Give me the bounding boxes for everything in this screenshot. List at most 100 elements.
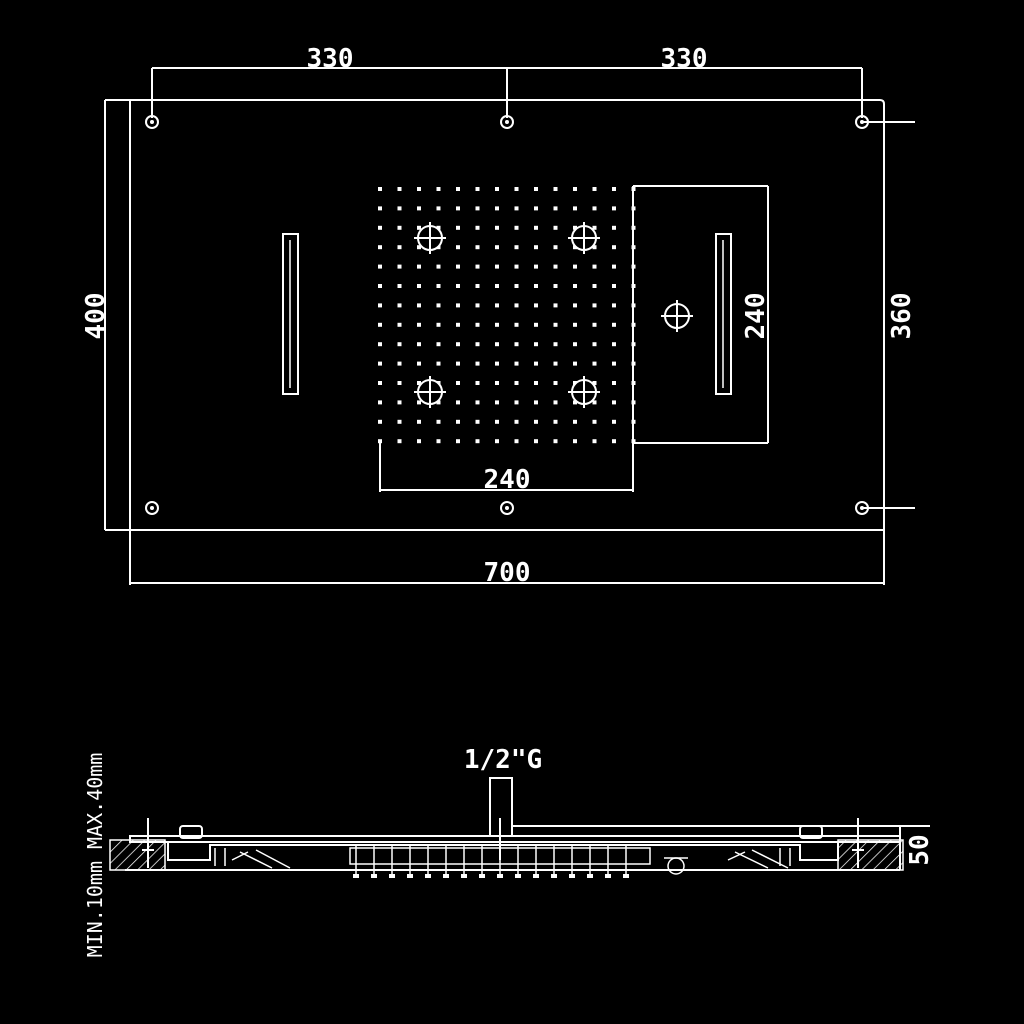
spray-nozzle-dot bbox=[592, 284, 597, 288]
spray-nozzle-dot bbox=[378, 225, 382, 230]
spray-nozzle-dot bbox=[573, 439, 577, 444]
spray-nozzle-dot bbox=[631, 284, 636, 288]
spray-nozzle-dot bbox=[612, 187, 616, 191]
spray-nozzle-dot bbox=[475, 284, 480, 288]
spray-nozzle-dot bbox=[436, 187, 441, 191]
spray-nozzle-dot bbox=[592, 206, 597, 211]
spray-nozzle-dot bbox=[475, 322, 480, 327]
spray-nozzle-dot bbox=[553, 419, 558, 424]
spray-nozzle-dot bbox=[573, 264, 577, 269]
spray-nozzle-dot bbox=[475, 342, 480, 347]
spray-nozzle-dot bbox=[514, 419, 519, 424]
spray-nozzle-dot bbox=[397, 381, 402, 385]
spray-nozzle-dot bbox=[573, 361, 577, 366]
spray-nozzle-dot bbox=[534, 322, 538, 327]
bracket-left bbox=[142, 818, 203, 868]
spray-nozzle-dot bbox=[612, 342, 616, 347]
spray-nozzle-dot bbox=[495, 206, 499, 211]
spray-nozzle-dot bbox=[495, 439, 499, 444]
spray-nozzle-dot bbox=[436, 264, 441, 269]
spray-nozzle-dot bbox=[631, 206, 636, 211]
spray-nozzle-dot bbox=[631, 225, 636, 230]
spray-nozzle-dot bbox=[475, 206, 480, 211]
spray-nozzle-dot bbox=[456, 264, 460, 269]
ceiling-left-hatch bbox=[109, 839, 166, 871]
spray-nozzle-dot bbox=[534, 225, 538, 230]
top-view: 330 330 400 360 700 bbox=[81, 44, 917, 588]
spray-nozzle-dot bbox=[417, 206, 421, 211]
dim-360: 360 bbox=[887, 293, 917, 340]
spray-nozzle-dot bbox=[417, 225, 421, 230]
spray-nozzle-dot bbox=[397, 439, 402, 444]
spray-nozzle-dot bbox=[631, 322, 636, 327]
spray-nozzle-dot bbox=[456, 419, 460, 424]
spray-nozzle-dot bbox=[553, 303, 558, 308]
spray-nozzle-dot bbox=[612, 322, 616, 327]
spray-nozzle-dot bbox=[378, 284, 382, 288]
spray-nozzle-dot bbox=[534, 439, 538, 444]
spray-nozzle-dot bbox=[436, 342, 441, 347]
spray-nozzle-dot bbox=[397, 342, 402, 347]
spray-nozzle-dot bbox=[397, 303, 402, 308]
mounting-hole-center bbox=[505, 506, 509, 510]
spray-nozzle-dot bbox=[378, 303, 382, 308]
spray-nozzle-dot bbox=[417, 284, 421, 288]
spray-nozzle-dot bbox=[378, 361, 382, 366]
spray-nozzle-dot bbox=[514, 400, 519, 405]
dim-400-group: 400 bbox=[81, 100, 111, 530]
spray-nozzle-dot bbox=[495, 322, 499, 327]
spray-nozzle-dot bbox=[514, 284, 519, 288]
spray-nozzle-dot bbox=[495, 245, 499, 250]
housing-body bbox=[167, 842, 839, 861]
spray-nozzle-dot bbox=[456, 439, 460, 444]
spray-nozzle-dot bbox=[573, 206, 577, 211]
spray-nozzle-dot bbox=[534, 400, 538, 405]
spray-nozzle-dot bbox=[573, 400, 577, 405]
spray-nozzle-dot bbox=[495, 187, 499, 191]
spray-nozzle-dot bbox=[397, 206, 402, 211]
spray-nozzle-dot bbox=[612, 206, 616, 211]
spray-nozzle-dot bbox=[495, 400, 499, 405]
spray-nozzle-dot bbox=[553, 342, 558, 347]
ceiling-right-hatch bbox=[837, 839, 904, 871]
bracket-right bbox=[799, 818, 864, 868]
spray-nozzle-dot bbox=[456, 400, 460, 405]
spray-nozzle-dot bbox=[475, 303, 480, 308]
side-nozzle-tip bbox=[443, 874, 449, 878]
spray-nozzle-dot bbox=[534, 187, 538, 191]
side-nozzle-tip bbox=[587, 874, 593, 878]
spray-nozzle-dot bbox=[397, 361, 402, 366]
spray-nozzle-dot bbox=[475, 264, 480, 269]
spray-nozzle-dot bbox=[456, 245, 460, 250]
spray-nozzle-dot bbox=[436, 303, 441, 308]
spray-nozzle-dot bbox=[592, 187, 597, 191]
spray-nozzle-dot bbox=[378, 245, 382, 250]
spray-nozzle-dot bbox=[475, 225, 480, 230]
spray-nozzle-dot bbox=[475, 187, 480, 191]
mounting-hole bbox=[500, 501, 514, 515]
spray-nozzle-dot bbox=[553, 264, 558, 269]
spray-nozzle-dot bbox=[573, 342, 577, 347]
side-view: 1/2"G 50 MIN.1 bbox=[83, 745, 935, 957]
spray-nozzle-dot bbox=[456, 225, 460, 230]
spray-nozzle-dot bbox=[553, 439, 558, 444]
spray-nozzle-dot bbox=[612, 419, 616, 424]
spray-nozzle-dot bbox=[612, 381, 616, 385]
dim-240-vertical: 240 bbox=[741, 293, 771, 340]
spray-nozzle-dot bbox=[514, 303, 519, 308]
spray-nozzle-dot bbox=[573, 187, 577, 191]
spray-nozzle-dot bbox=[514, 225, 519, 230]
dim-360-group: 360 bbox=[862, 121, 917, 509]
spray-nozzle-dot bbox=[397, 187, 402, 191]
spray-nozzle-dot bbox=[417, 245, 421, 250]
spray-nozzle-dot bbox=[631, 245, 636, 250]
dim-330-left: 330 bbox=[307, 44, 354, 74]
spray-nozzle-dot bbox=[378, 206, 382, 211]
spray-nozzle-dot bbox=[592, 322, 597, 327]
spray-nozzle-dot bbox=[397, 419, 402, 424]
spray-nozzle-dot bbox=[514, 322, 519, 327]
spray-nozzle-dot bbox=[553, 187, 558, 191]
housing-top bbox=[129, 835, 901, 843]
spray-nozzle-dot bbox=[514, 381, 519, 385]
spray-nozzle-dot bbox=[417, 361, 421, 366]
